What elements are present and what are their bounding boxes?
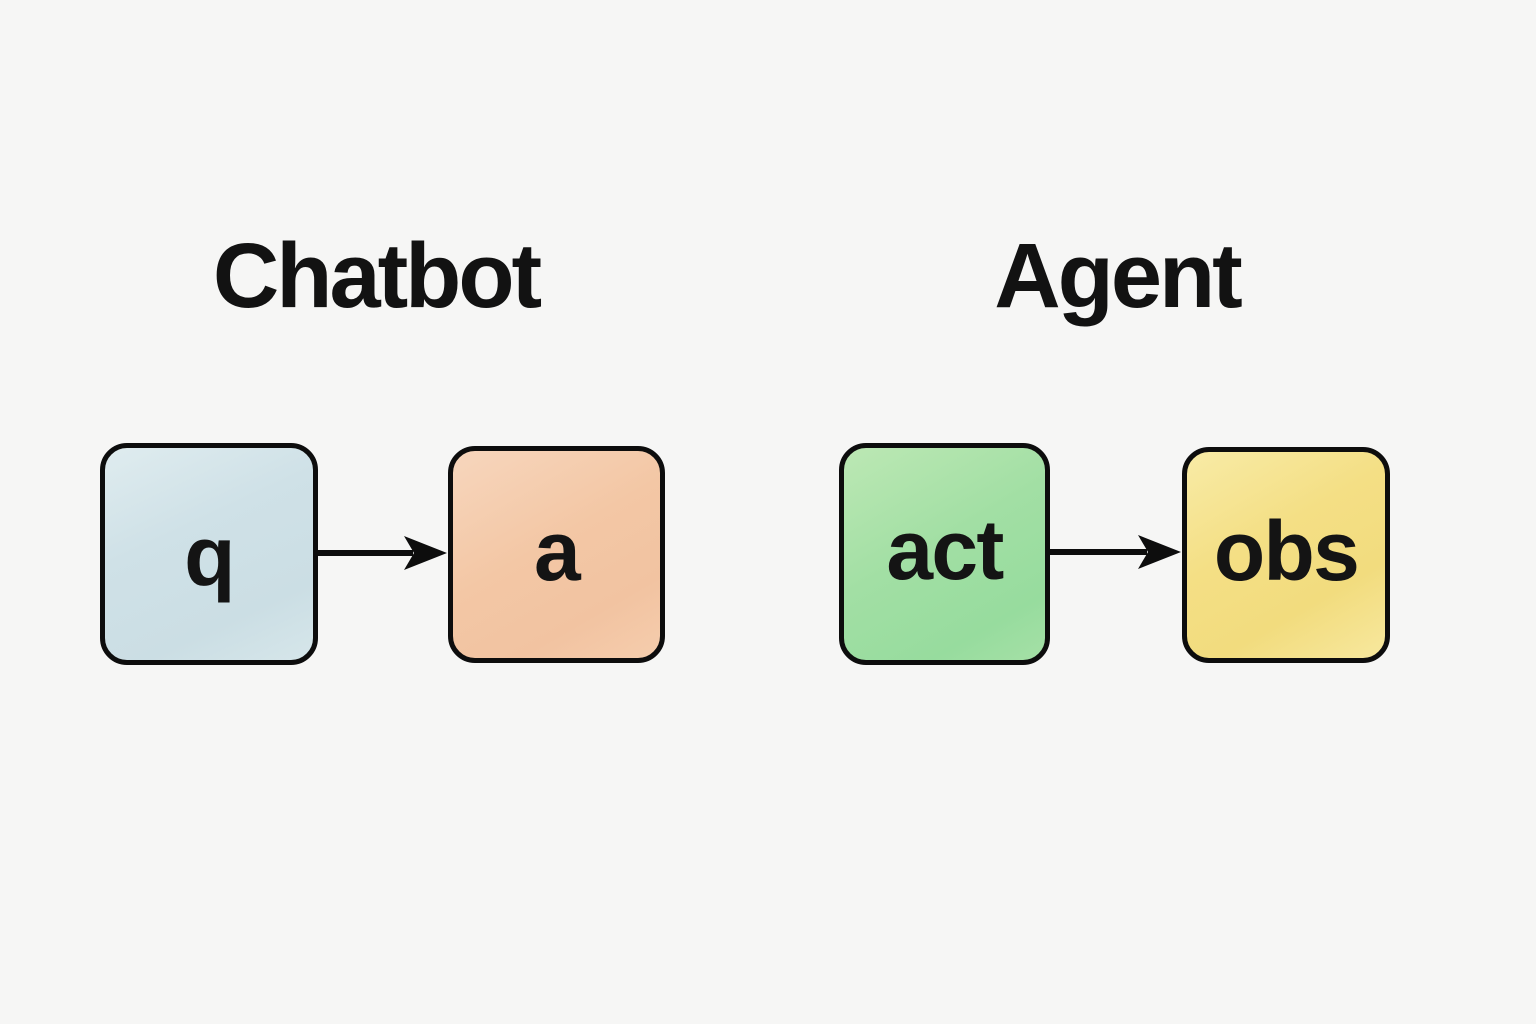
node-a-label: a [533,503,581,598]
node-a: a [448,446,665,663]
arrow-act-to-obs [1048,535,1181,569]
node-obs: obs [1182,447,1390,663]
node-q-label: q [184,509,235,603]
section-title-chatbot: Chatbot [212,225,542,327]
section-title-agent: Agent [994,225,1243,327]
node-act-label: act [886,503,1004,597]
arrow-q-to-a [316,536,447,570]
node-q: q [100,443,318,665]
node-act: act [839,443,1050,665]
node-obs-label: obs [1213,504,1360,598]
